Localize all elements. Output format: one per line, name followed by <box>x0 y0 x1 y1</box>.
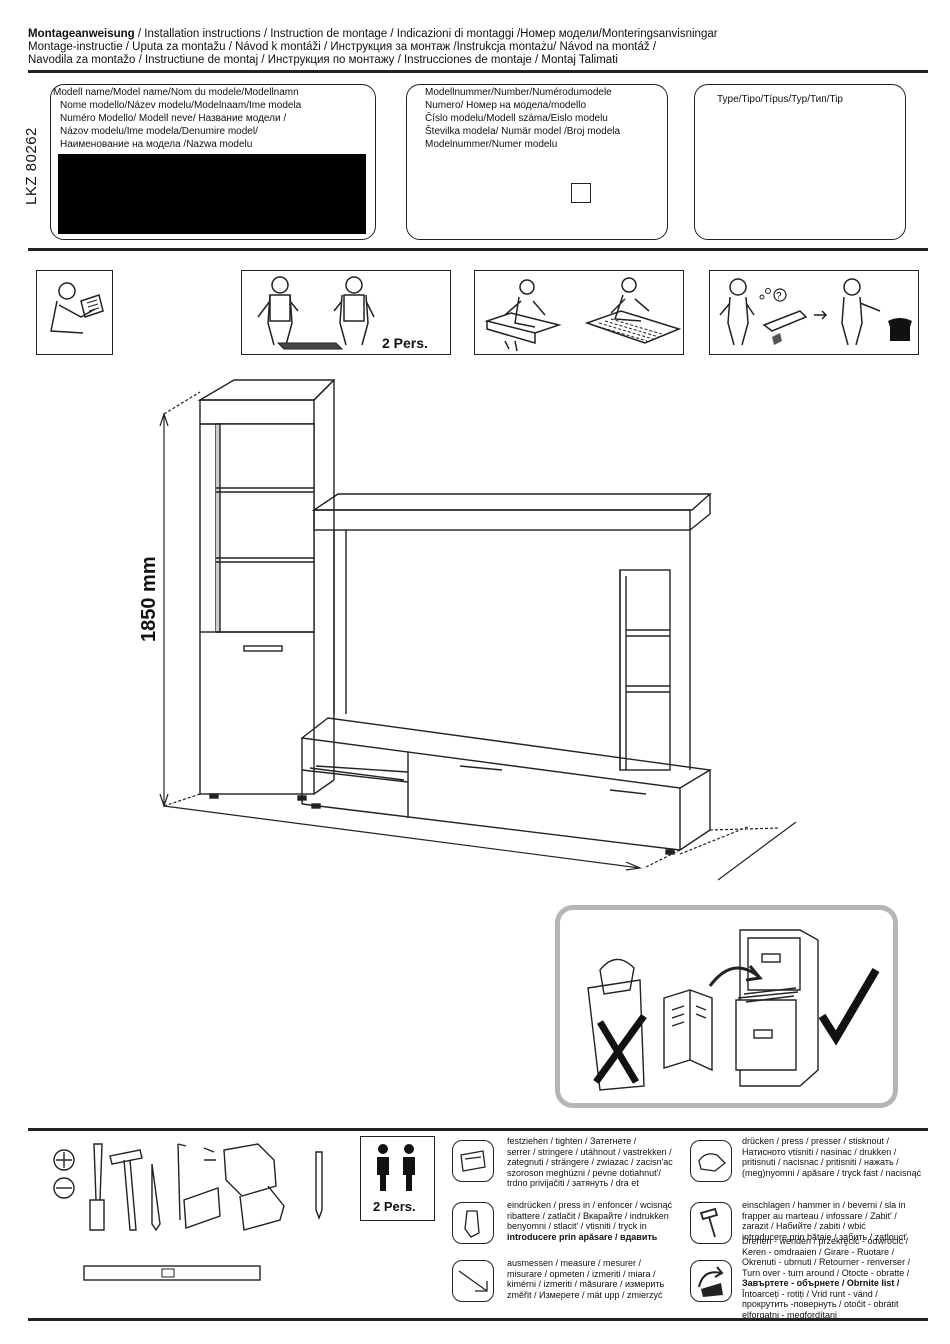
two-persons-icon <box>377 1144 415 1191</box>
press-text: drücken / press / presser / stisknout /Н… <box>742 1136 922 1178</box>
number-line-4: Številka modela/ Numär model /Broj model… <box>425 126 621 137</box>
two-persons-tool-box: 2 Pers. <box>360 1136 435 1221</box>
two-workers-icon <box>257 276 375 350</box>
model-line-5: Наименование на модела /Nazwa modelu <box>60 139 253 150</box>
spirit-level-icon <box>83 1265 261 1281</box>
title-line-1: Montageanweisung / Installation instruct… <box>28 28 718 41</box>
tighten-icon <box>452 1140 494 1182</box>
read-instructions-pictogram <box>36 270 113 355</box>
slotted-screw-icon <box>53 1177 75 1199</box>
height-dimension: 1850 mm <box>138 556 160 642</box>
model-number-box: Modellnummer/Number/Numérodumodele Numer… <box>406 84 668 240</box>
number-line-5: Modelnummer/Numer modelu <box>425 139 558 150</box>
measure-text: ausmessen / measure / mesurer /misurare … <box>507 1258 665 1300</box>
number-line-2: Numero/ Номер на модела/modello <box>425 100 587 111</box>
title-bold: Montageanweisung <box>28 28 135 40</box>
title-rest: / Installation instructions / Instructio… <box>134 28 718 40</box>
type-box: Type/Tipo/Típus/Typ/Тип/Tip <box>694 84 906 240</box>
footer-rule <box>28 1318 928 1321</box>
tools-illustration <box>53 1143 323 1281</box>
model-line-4: Názov modelu/Ime modela/Denumire model/ <box>60 126 258 137</box>
wastebasket-icon <box>587 979 645 1091</box>
press-in-icon <box>452 1202 494 1244</box>
file-instructions-illustration <box>587 929 880 1091</box>
screwdriver-icon <box>89 1143 105 1231</box>
filing-cabinet-icon <box>739 929 819 1087</box>
title-line-2: Montage-instructie / Uputa za montažu / … <box>28 41 657 53</box>
hammer-in-text: einschlagen / hammer in / beverni / sla … <box>742 1200 907 1242</box>
tools-two-persons-label: 2 Pers. <box>373 1199 416 1214</box>
number-line-1: Modellnummer/Number/Numérodumodele <box>425 87 612 98</box>
hammer-in-icon <box>690 1202 732 1244</box>
unpacking-pictogram <box>474 270 684 355</box>
help-call-pictogram: ? <box>709 270 919 355</box>
pencil-icon <box>151 1163 161 1232</box>
manual-booklet-icon <box>663 989 713 1072</box>
model-line-2: Nome modello/Název modelu/Modelnaam/Ime … <box>60 100 302 111</box>
two-persons-label: 2 Pers. <box>382 335 428 351</box>
two-persons-pictogram: 2 Pers. <box>241 270 451 355</box>
turn-over-icon <box>690 1260 732 1302</box>
title-line-3: Navodila za montažo / Instructiune de mo… <box>28 54 618 66</box>
unpack-on-carpet-icon <box>484 277 682 352</box>
model-name-box: Modell name/Model name/Nom du modele/Mod… <box>50 84 376 240</box>
hammer-icon <box>109 1149 143 1231</box>
furniture-drawing <box>159 379 797 881</box>
measure-icon <box>452 1260 494 1302</box>
section-rule-2 <box>28 1128 928 1131</box>
model-line-1: Modell name/Model name/Nom du modele/Mod… <box>53 87 299 98</box>
redacted-block <box>58 154 366 234</box>
press-icon <box>690 1140 732 1182</box>
drill-bit-icon <box>315 1151 323 1220</box>
press-in-text: eindrücken / press in / enfoncer / wcisn… <box>507 1200 673 1242</box>
section-rule-1 <box>28 248 928 251</box>
dimension-lines <box>159 391 797 881</box>
number-line-3: Číslo modelu/Modell száma/Eislo modelu <box>425 113 608 124</box>
keep-instructions-box <box>555 905 898 1108</box>
wall-unit-outline <box>197 379 713 855</box>
turn-over-text: Drehen - wenden / przekręcić - odwrócić … <box>742 1236 911 1320</box>
phillips-screw-icon <box>53 1149 75 1171</box>
checkmark-icon <box>818 967 880 1046</box>
svg-text:?: ? <box>776 291 782 302</box>
tape-measure-icon <box>177 1143 221 1229</box>
header-rule <box>28 70 928 73</box>
model-line-3: Numéro Modello/ Modell neve/ Название мо… <box>60 113 287 124</box>
cross-mark-icon <box>593 1013 647 1085</box>
checkbox-square <box>571 183 591 203</box>
drill-icon <box>223 1143 285 1231</box>
tighten-text: festziehen / tighten / Затегнете /serrer… <box>507 1136 673 1188</box>
reading-person-icon <box>50 282 104 334</box>
model-code: LKZ 80262 <box>23 127 40 205</box>
type-label: Type/Tipo/Típus/Typ/Тип/Tip <box>717 94 843 105</box>
confused-person-phone-icon: ? <box>719 278 912 346</box>
